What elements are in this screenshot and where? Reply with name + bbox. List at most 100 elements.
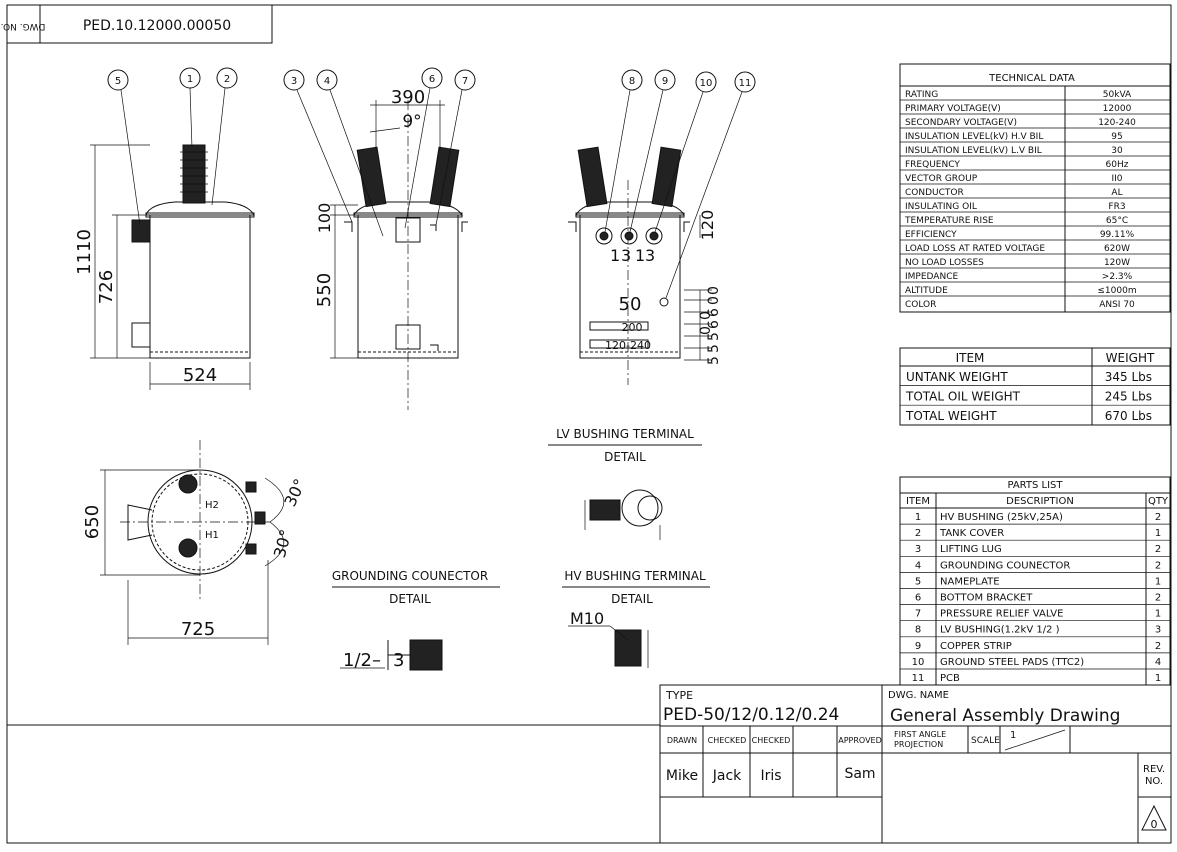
svg-text:10: 10 xyxy=(700,78,713,89)
svg-text:9: 9 xyxy=(662,76,668,87)
dim-50: 50 xyxy=(619,294,642,315)
sig-header-checked-2: CHECKED xyxy=(752,736,791,745)
svg-text:–: – xyxy=(372,650,381,671)
technical-data-value: 95 xyxy=(1111,132,1122,142)
balloon-6: 6 xyxy=(404,67,443,229)
nameplate xyxy=(131,219,151,243)
balloon-4: 4 xyxy=(316,69,384,237)
dwg-name-value: General Assembly Drawing xyxy=(890,706,1120,726)
technical-data-value: 60Hz xyxy=(1106,160,1129,170)
balloon-2: 2 xyxy=(211,67,238,206)
svg-text:0: 0 xyxy=(706,286,722,295)
balloon-3: 3 xyxy=(283,69,353,223)
hv-bushing-front xyxy=(180,144,208,204)
parts-description: COPPER STRIP xyxy=(940,641,1012,652)
dim-30deg-lower: 30° xyxy=(270,527,296,559)
technical-data-param: FREQUENCY xyxy=(905,160,960,170)
dim-550: 550 xyxy=(314,273,335,307)
technical-data-param: INSULATION LEVEL(kV) L.V BIL xyxy=(905,146,1042,156)
weight-item: TOTAL WEIGHT xyxy=(905,409,997,423)
sig-approved: Sam xyxy=(844,766,875,782)
technical-data-value: >2.3% xyxy=(1102,272,1133,282)
dim-726: 726 xyxy=(96,270,117,304)
parts-description: TANK COVER xyxy=(939,528,1004,539)
technical-data-value: ANSI 70 xyxy=(1099,300,1135,310)
dim-390: 390 xyxy=(391,87,425,108)
parts-item: 2 xyxy=(915,528,921,539)
svg-text:11: 11 xyxy=(739,78,752,89)
svg-text:3: 3 xyxy=(291,76,297,87)
technical-data-param: COLOR xyxy=(905,300,936,310)
parts-header-description: DESCRIPTION xyxy=(1006,496,1074,507)
rev-label-1: REV. xyxy=(1143,764,1165,775)
svg-text:8: 8 xyxy=(629,76,635,87)
parts-description: BOTTOM BRACKET xyxy=(940,593,1033,604)
parts-list-title: PARTS LIST xyxy=(1007,480,1063,491)
sig-header-checked-1: CHECKED xyxy=(708,736,747,745)
dim-half-inch: 1/2 xyxy=(343,650,372,671)
parts-description: LV BUSHING(1.2kV 1/2 ) xyxy=(940,625,1060,636)
svg-text:1: 1 xyxy=(610,246,620,265)
svg-text:3: 3 xyxy=(621,246,631,265)
weight-item: TOTAL OIL WEIGHT xyxy=(905,390,1021,404)
technical-data-param: LOAD LOSS AT RATED VOLTAGE xyxy=(905,244,1045,254)
balloon-5: 5 xyxy=(107,69,141,226)
lv-detail-title: LV BUSHING TERMINAL xyxy=(556,427,694,441)
weight-item: UNTANK WEIGHT xyxy=(906,370,1008,384)
parts-description: LIFTING LUG xyxy=(940,544,1002,555)
parts-qty: 2 xyxy=(1155,512,1161,523)
technical-data-value: 120W xyxy=(1104,258,1130,268)
svg-text:5: 5 xyxy=(706,344,722,353)
svg-text:4: 4 xyxy=(324,76,330,87)
technical-data-value: FR3 xyxy=(1108,202,1125,212)
parts-item: 10 xyxy=(912,657,925,668)
parts-description: PCB xyxy=(940,673,960,684)
balloon-10: 10 xyxy=(654,71,717,233)
lv-detail-sub: DETAIL xyxy=(604,450,646,464)
technical-data-value: 50kVA xyxy=(1103,90,1132,100)
drawing-frame xyxy=(6,4,1172,844)
dim-650: 650 xyxy=(82,505,103,539)
dim-200: 200 xyxy=(622,321,643,334)
dim-120-240: 120-240 xyxy=(605,339,651,352)
weight-value: 670 Lbs xyxy=(1105,409,1152,423)
dim-30deg-upper: 30° xyxy=(280,476,309,510)
sig-header-approved: APPROVED xyxy=(838,736,882,745)
parts-qty: 1 xyxy=(1155,673,1161,684)
technical-data-param: ALTITUDE xyxy=(905,286,948,296)
technical-data-param: SECONDARY VOLTAGE(V) xyxy=(905,118,1017,128)
dim-m10: M10 xyxy=(570,609,604,628)
title-block: TYPE PED-50/12/0.12/0.24 DWG. NAME Gener… xyxy=(659,684,1172,844)
parts-header-item: ITEM xyxy=(906,496,930,507)
parts-qty: 2 xyxy=(1155,560,1161,571)
dim-120: 120 xyxy=(698,210,717,241)
parts-description: PRESSURE RELIEF VALVE xyxy=(940,609,1063,620)
balloon-7: 7 xyxy=(435,69,476,226)
svg-text:6: 6 xyxy=(429,74,435,85)
technical-data-param: INSULATING OIL xyxy=(905,202,977,212)
dim-524: 524 xyxy=(183,365,217,386)
projection-line1: FIRST ANGLE xyxy=(894,730,946,739)
svg-text:0: 0 xyxy=(698,326,714,335)
technical-data-value: 12000 xyxy=(1103,104,1132,114)
svg-text:5: 5 xyxy=(706,332,722,341)
parts-description: GROUNDING COUNECTOR xyxy=(940,560,1070,571)
technical-data-value: 30 xyxy=(1111,146,1123,156)
technical-data-title: TECHNICAL DATA xyxy=(988,73,1075,84)
sig-checked-1: Jack xyxy=(712,768,742,784)
grounding-connector-detail: GROUNDING COUNECTOR DETAIL 1/2 – 3 xyxy=(332,569,500,671)
svg-text:0: 0 xyxy=(698,311,714,320)
parts-header-qty: QTY xyxy=(1148,496,1169,507)
parts-item: 6 xyxy=(915,593,921,604)
front-view: 1110 726 524 5 1 2 xyxy=(74,67,255,390)
dim-9deg: 9° xyxy=(402,112,421,132)
svg-text:6: 6 xyxy=(706,308,722,317)
svg-text:5: 5 xyxy=(706,356,722,365)
weight-header-item: ITEM xyxy=(956,351,985,365)
weight-value: 345 Lbs xyxy=(1105,370,1152,384)
balloon-11: 11 xyxy=(665,71,756,299)
parts-description: NAMEPLATE xyxy=(940,576,1000,587)
grounding-detail-sub: DETAIL xyxy=(389,592,431,606)
